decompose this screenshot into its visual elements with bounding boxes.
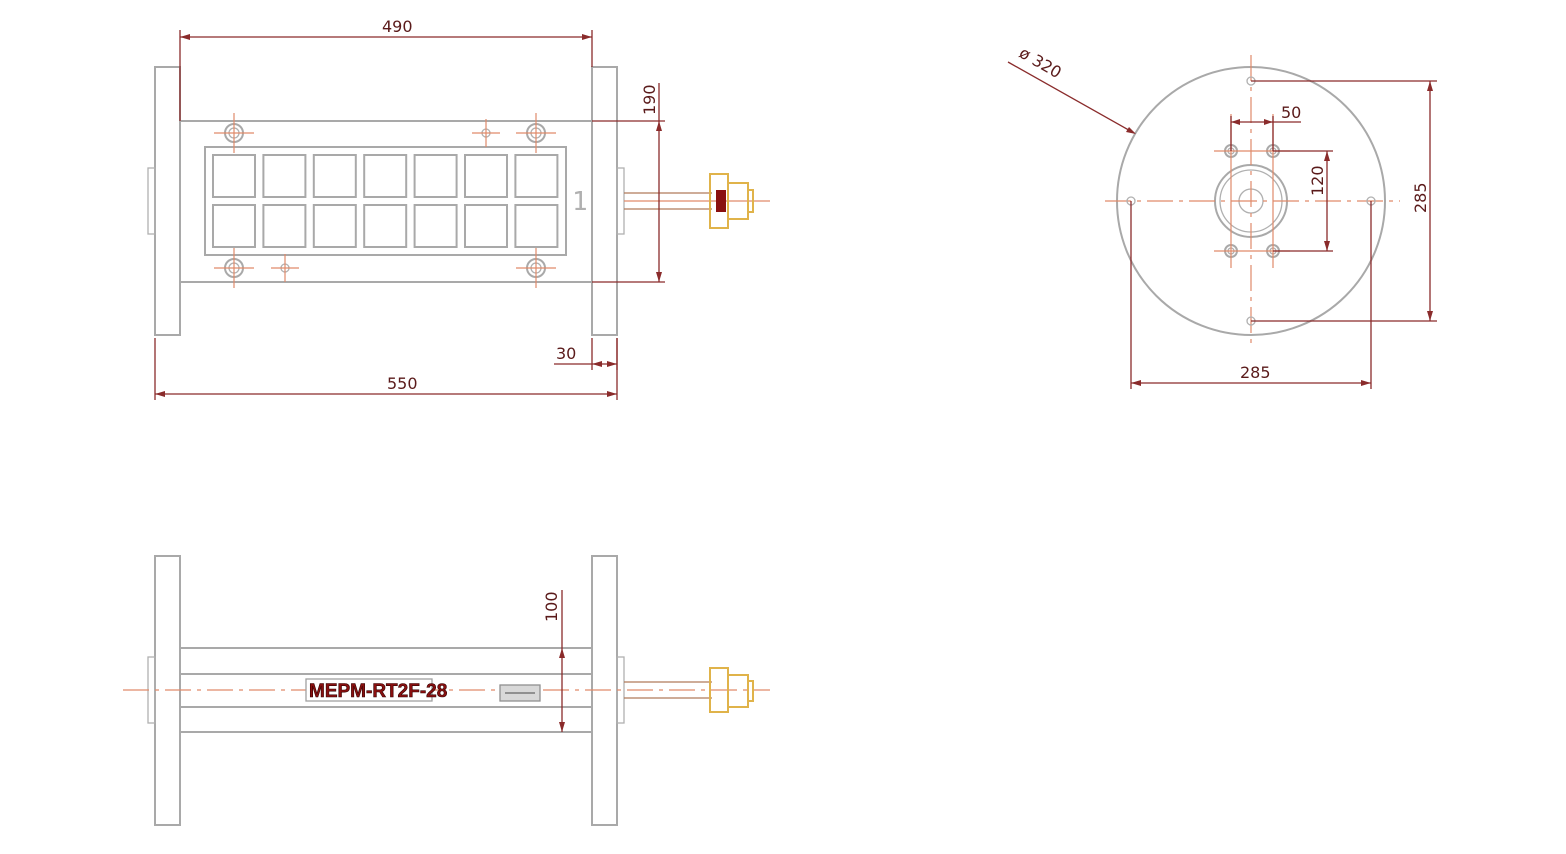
model-plate [305,678,433,702]
left-flange-boss [147,167,156,235]
cavity [413,154,458,198]
dimension-285-vertical: 285 [1251,80,1437,322]
cavity [262,204,307,248]
cavity [464,154,508,198]
screw [516,113,556,153]
screw [214,113,254,153]
top-view: 1 490 550 [147,17,770,400]
left-flange [154,66,181,336]
cavity [514,154,559,198]
tuning-screw [472,119,500,147]
dimension-diameter-label: ø 320 [1016,43,1065,82]
dimension-190-label: 190 [640,84,659,115]
cavity [212,154,256,198]
connector-holes [1214,114,1290,268]
dimension-120: 120 [1273,150,1333,252]
body [179,120,593,283]
dimension-30: 30 [554,338,618,370]
cavity-panel [204,146,567,256]
top-connector [624,173,770,229]
dimension-285-horizontal-label: 285 [1240,363,1271,382]
dimension-285-horizontal: 285 [1130,201,1372,389]
cavity [464,204,508,248]
dimension-100-label: 100 [542,591,561,622]
dimension-550-label: 550 [387,374,418,393]
dimension-490-label: 490 [382,17,413,36]
cavity [312,204,357,248]
right-flange-boss [616,167,625,235]
dimension-50: 50 [1230,103,1301,151]
cavity [212,204,256,248]
side-connector [624,667,754,713]
dimension-550: 550 [154,338,618,400]
cavity [514,204,559,248]
port-number: 1 [572,187,588,217]
end-view: ø 320 285 285 50 [1007,43,1437,389]
tuning-screw [271,254,299,282]
dimension-490: 490 [179,17,593,121]
screw [516,248,556,288]
cavity [363,154,408,198]
dimension-50-label: 50 [1281,103,1301,122]
cavity [413,204,458,248]
screw [214,248,254,288]
dimension-diameter: ø 320 [1007,43,1136,134]
dimension-190: 190 [592,83,665,283]
model-name: MEPM-RT2F-28 [309,681,447,702]
side-left-boss [147,656,156,724]
dimension-120-label: 120 [1308,165,1327,196]
dimension-30-label: 30 [556,344,576,363]
cavity [262,154,307,198]
right-flange [591,66,618,336]
side-view: MEPM-RT2F-28 100 [123,555,770,826]
screw-group [214,113,556,288]
dimension-285-vertical-label: 285 [1411,182,1430,213]
dimension-100: 100 [542,590,565,732]
cavity-grid [212,154,559,248]
cavity [312,154,357,198]
cavity [363,204,408,248]
